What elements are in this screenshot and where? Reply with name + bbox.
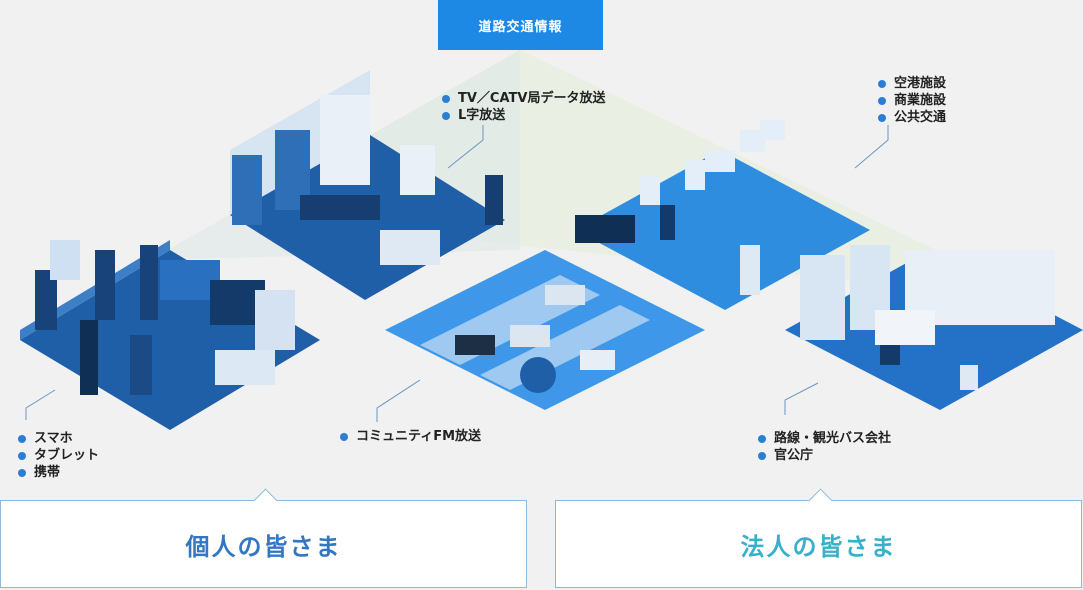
callout-item: 空港施設: [878, 75, 946, 92]
callout-broadcast: TV／CATV局データ放送 L字放送: [442, 90, 605, 124]
leader-line-devices: [25, 389, 56, 420]
callout-item: タブレット: [18, 447, 99, 464]
callout-item: コミュニティFM放送: [340, 428, 481, 445]
road-traffic-info-label: 道路交通情報: [438, 0, 603, 50]
warehouse-area: [785, 245, 1083, 410]
callout-community: コミュニティFM放送: [340, 428, 481, 445]
leader-line-facilities: [854, 125, 889, 169]
airport-area: [575, 120, 870, 310]
leader-line-community: [376, 379, 421, 422]
callout-devices: スマホ タブレット 携帯: [18, 430, 99, 481]
living-room: [230, 70, 505, 300]
callout-item: スマホ: [18, 430, 99, 447]
callout-item: TV／CATV局データ放送: [442, 90, 605, 107]
callout-item: 商業施設: [878, 92, 946, 109]
personal-audience-box[interactable]: 個人の皆さま: [0, 500, 527, 588]
callout-facilities: 空港施設 商業施設 公共交通: [878, 75, 946, 126]
road-area: [385, 250, 705, 410]
callout-item: 路線・観光バス会社: [758, 430, 891, 447]
callout-item: L字放送: [442, 107, 605, 124]
corporate-audience-box[interactable]: 法人の皆さま: [555, 500, 1082, 588]
leader-line-transport: [784, 382, 819, 415]
callout-item: 官公庁: [758, 447, 891, 464]
leader-line-broadcast: [447, 125, 484, 169]
callout-item: 携帯: [18, 464, 99, 481]
callout-item: 公共交通: [878, 109, 946, 126]
office-room: [20, 240, 320, 430]
callout-transport: 路線・観光バス会社 官公庁: [758, 430, 891, 464]
